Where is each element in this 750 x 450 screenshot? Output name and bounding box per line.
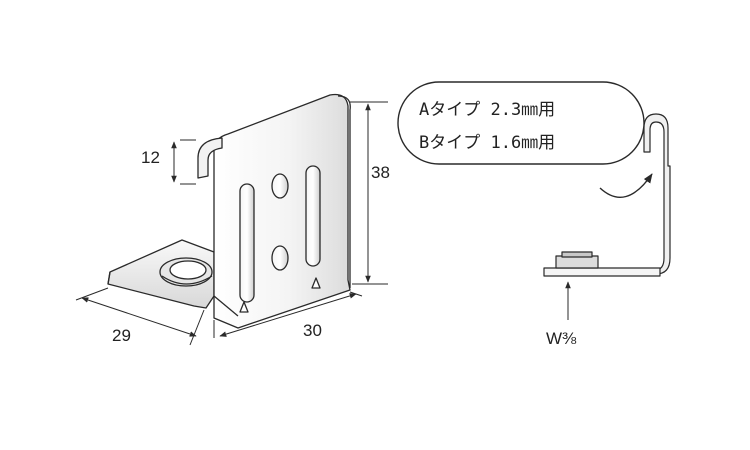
profile-base — [543, 267, 661, 277]
dimension-lines — [75, 101, 388, 346]
base-boss-shade — [161, 275, 213, 285]
slot-left — [239, 183, 255, 303]
dim-12-label: 12 — [141, 148, 160, 167]
hole-upper — [271, 173, 289, 199]
base-plate-edge — [107, 271, 111, 285]
hole-lower — [271, 245, 289, 271]
plate-thickness — [337, 95, 351, 288]
vertical-plate — [213, 93, 351, 329]
dim-29-label: 29 — [112, 326, 131, 345]
bracket-3d-view — [107, 93, 351, 329]
callout-line-a: Aタイプ 2.3㎜用 — [419, 100, 555, 120]
profile-nut-cap — [561, 251, 593, 258]
dim-30-label: 30 — [303, 321, 322, 340]
base-hole — [169, 260, 207, 280]
curved-arrow — [599, 173, 653, 198]
slot-right — [305, 165, 321, 267]
callout-line-b: Bタイプ 1.6㎜用 — [419, 133, 555, 153]
top-hook — [197, 137, 223, 179]
profile-nut — [555, 255, 599, 269]
dim-38-label: 38 — [371, 163, 390, 182]
bolt-size-label: W⅜ — [546, 329, 577, 348]
side-profile-view — [543, 113, 671, 277]
small-notch-2 — [311, 277, 321, 289]
